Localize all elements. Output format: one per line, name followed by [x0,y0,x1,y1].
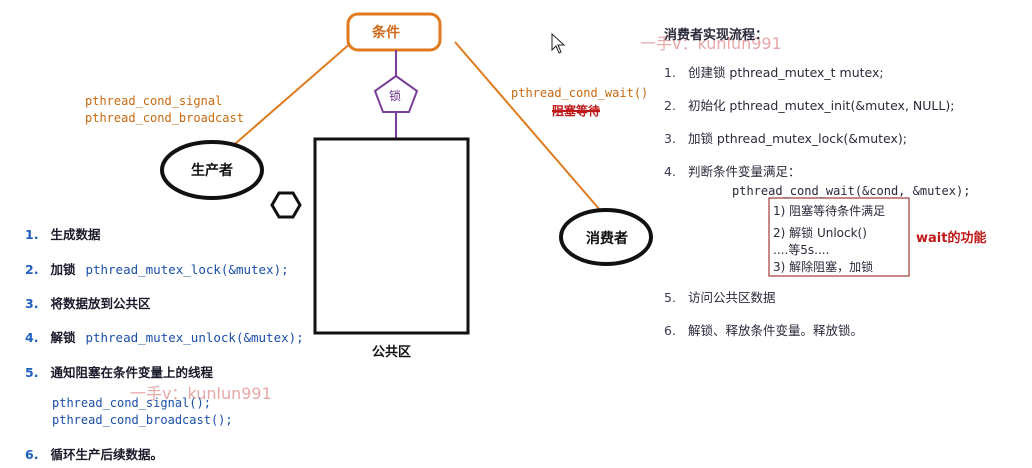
producer-label: 生产者 [191,163,233,179]
left-step-5-text: 通知阻塞在条件变量上的线程 [50,365,213,380]
wait-fn-label: pthread_cond_wait() [511,86,649,100]
right-step-6-num: 6. [664,323,676,338]
left-step-5-code-broadcast: pthread_cond_broadcast(); [52,413,233,427]
watermark-bottom: 一手v：kunlun991 [130,384,272,403]
wait-box-line-4: 3) 解除阻塞，加锁 [773,260,874,274]
left-step-6-num: 6. [25,447,39,462]
consumer-flow-title: 消费者实现流程： [664,28,769,43]
right-step-4-code: pthread_cond_wait(&cond, &mutex); [732,184,971,198]
right-step-4: 4. 判断条件变量满足： [664,161,800,180]
wait-box-line-3: ....等5s.... [773,243,830,257]
right-step-1: 1. 创建锁 pthread_mutex_t mutex; [664,62,884,81]
right-step-4-text: 判断条件变量满足： [687,164,801,179]
consumer-label: 消费者 [586,231,628,247]
right-step-5: 5. 访问公共区数据 [664,287,775,306]
left-step-4-num: 4. [25,330,39,345]
left-step-5-code-signal: pthread_cond_signal(); [52,396,211,410]
right-step-5-text: 访问公共区数据 [687,290,776,305]
left-step-5: 5. 通知阻塞在条件变量上的线程 [25,362,213,381]
right-step-3-text: 加锁 pthread_mutex_lock(&mutex); [687,131,907,146]
watermark-top: 一手v：kunlun991 [640,34,782,53]
right-step-5-num: 5. [664,290,676,305]
left-step-1: 1. 生成数据 [25,224,100,243]
lock-label: 锁 [389,89,402,103]
signal-line [227,41,353,151]
right-step-1-text: 创建锁 pthread_mutex_t mutex; [687,65,884,80]
producer-ellipse [160,140,264,200]
right-step-1-num: 1. [664,65,676,80]
left-step-2: 2. 加锁 pthread_mutex_lock(&mutex); [25,259,289,278]
left-step-6: 6. 循环生产后续数据。 [25,444,163,463]
right-step-2: 2. 初始化 pthread_mutex_init(&mutex, NULL); [664,95,954,114]
right-step-6: 6. 解锁、释放条件变量。释放锁。 [664,320,863,339]
left-step-3: 3. 将数据放到公共区 [25,293,150,312]
right-step-2-num: 2. [664,98,676,113]
left-step-3-num: 3. [25,296,39,311]
right-step-3-num: 3. [664,131,676,146]
left-step-2-num: 2. [25,262,39,277]
left-step-5-num: 5. [25,365,39,380]
left-step-4-code: pthread_mutex_unlock(&mutex); [85,330,304,345]
shared-area-box [313,137,470,335]
consumer-ellipse [559,208,653,266]
right-step-3: 3. 加锁 pthread_mutex_lock(&mutex); [664,128,907,147]
broadcast-fn-label: pthread_cond_broadcast [85,111,244,125]
shared-area-label: 公共区 [372,345,412,360]
right-step-2-text: 初始化 pthread_mutex_init(&mutex, NULL); [687,98,955,113]
left-step-4-text: 解锁 [50,330,76,345]
wait-function-label: wait的功能 [916,231,987,246]
wait-line [454,41,601,211]
wait-steps-box [768,197,910,277]
left-step-1-text: 生成数据 [50,227,101,242]
lock-pentagon [373,74,419,113]
left-step-2-code: pthread_mutex_lock(&mutex); [85,262,289,277]
left-step-3-text: 将数据放到公共区 [50,296,151,311]
signal-fn-label: pthread_cond_signal [85,94,223,108]
right-step-4-num: 4. [664,164,676,179]
right-step-6-text: 解锁、释放条件变量。释放锁。 [687,323,863,338]
condition-label: 条件 [372,25,400,41]
wait-struck-label: 阻塞等待 [552,104,601,118]
data-hexagon [270,191,302,219]
condition-box [346,12,442,52]
wait-box-line-1: 1) 阻塞等待条件满足 [773,204,886,218]
left-step-2-text: 加锁 [50,262,76,277]
mouse-cursor-icon [551,32,566,54]
left-step-6-text: 循环生产后续数据。 [50,447,163,462]
left-step-1-num: 1. [25,227,39,242]
wait-box-line-2: 2) 解锁 Unlock() [773,226,867,240]
left-step-4: 4. 解锁 pthread_mutex_unlock(&mutex); [25,327,304,346]
